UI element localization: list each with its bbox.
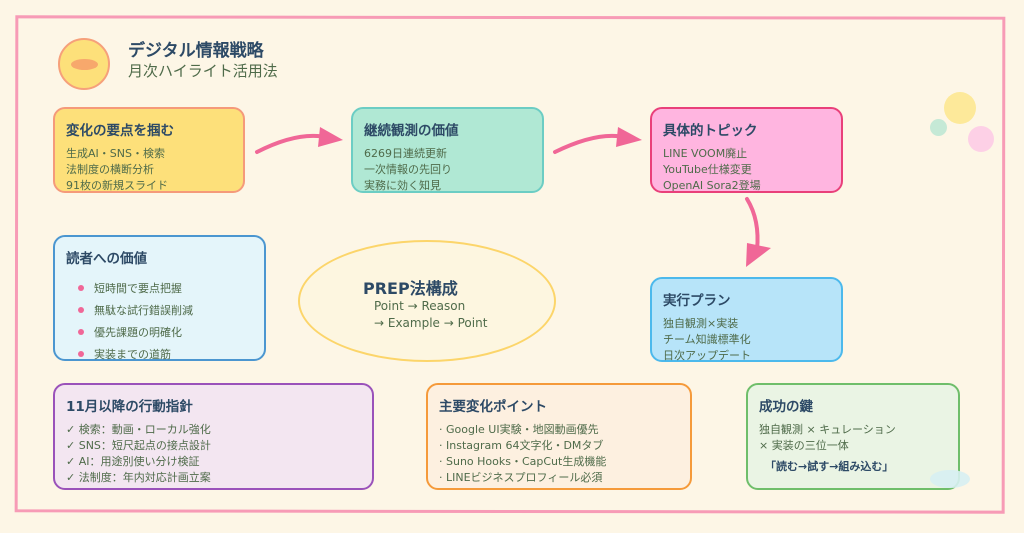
smile-face-icon — [58, 38, 110, 90]
page-subtitle: 月次ハイライト活用法 — [128, 62, 278, 80]
card-line: YouTube仕様変更 — [663, 163, 752, 176]
list-item: · Suno Hooks・CapCut生成機能 — [439, 455, 607, 468]
arrow-1-head — [318, 127, 343, 147]
card-title: 変化の要点を掴む — [66, 123, 174, 139]
decor-circle-pink — [968, 126, 994, 152]
prep-line-2: → Example → Point — [374, 316, 488, 330]
logo-mark — [71, 59, 98, 70]
card-line: 独自観測 × キュレーション — [759, 423, 896, 436]
list-item-text: 無駄な試行錯誤削減 — [94, 304, 193, 317]
list-item: 実装までの道筋 — [78, 343, 253, 365]
list-item: · Instagram 64文字化・DMタブ — [439, 439, 604, 452]
card-title: 読者への価値 — [66, 251, 147, 267]
card-reader-value: 読者への価値 短時間で要点把握 無駄な試行錯誤削減 優先課題の明確化 実装までの… — [53, 235, 266, 361]
reader-value-list: 短時間で要点把握 無駄な試行錯誤削減 優先課題の明確化 実装までの道筋 — [66, 277, 253, 365]
list-item: · LINEビジネスプロフィール必須 — [439, 471, 603, 484]
card-line: 生成AI・SNS・検索 — [66, 147, 165, 160]
card-line: 実務に効く知見 — [364, 179, 441, 192]
success-key-phrase: 「読む→試す→組み込む」 — [765, 460, 894, 473]
checklist-item: ✓ SNS：短尺起点の接点設計 — [66, 439, 211, 452]
card-line: 一次情報の先回り — [364, 163, 452, 176]
card-line: 91枚の新規スライド — [66, 179, 168, 192]
card-action-plan: 実行プラン 独自観測×実装 チーム知識標準化 日次アップデート — [650, 277, 843, 362]
card-action-guidelines: 11月以降の行動指針 ✓ 検索：動画・ローカル強化 ✓ SNS：短尺起点の接点設… — [53, 383, 374, 490]
list-item-text: 短時間で要点把握 — [94, 282, 182, 295]
list-item-text: 優先課題の明確化 — [94, 326, 182, 339]
card-title: 11月以降の行動指針 — [66, 399, 193, 415]
prep-structure-ellipse: PREP法構成 Point → Reason → Example → Point — [298, 240, 556, 362]
card-line: 日次アップデート — [663, 349, 751, 362]
card-title: 具体的トピック — [663, 123, 758, 139]
card-title: 実行プラン — [663, 293, 731, 309]
card-change-points: 変化の要点を掴む 生成AI・SNS・検索 法制度の横断分析 91枚の新規スライド — [53, 107, 245, 193]
list-item-text: 実装までの道筋 — [94, 348, 171, 361]
arrow-2-head — [616, 127, 642, 147]
bullet-dot-icon — [78, 285, 84, 291]
arrow-3-connector — [745, 197, 760, 252]
bullet-dot-icon — [78, 329, 84, 335]
page-title: デジタル情報戦略 — [128, 41, 264, 61]
card-success-key: 成功の鍵 独自観測 × キュレーション × 実装の三位一体 「読む→試す→組み込… — [746, 383, 960, 490]
card-title: 継続観測の価値 — [364, 123, 459, 139]
card-continuous-observation: 継続観測の価値 6269日連続更新 一次情報の先回り 実務に効く知見 — [351, 107, 544, 193]
bullet-dot-icon — [78, 307, 84, 313]
card-line: 独自観測×実装 — [663, 317, 739, 330]
card-specific-topics: 具体的トピック LINE VOOM廃止 YouTube仕様変更 OpenAI S… — [650, 107, 843, 193]
card-title: 主要変化ポイント — [439, 399, 547, 415]
list-item: 優先課題の明確化 — [78, 321, 253, 343]
decor-circle-yellow — [944, 92, 976, 124]
list-item: · Google UI実験・地図動画優先 — [439, 423, 599, 436]
card-line: × 実装の三位一体 — [759, 439, 849, 452]
prep-line-1: Point → Reason — [374, 299, 466, 313]
checklist-item: ✓ 法制度：年内対応計画立案 — [66, 471, 211, 484]
card-title: 成功の鍵 — [759, 399, 813, 415]
checklist-item: ✓ AI：用途別使い分け検証 — [66, 455, 200, 468]
arrow-3-head — [746, 243, 771, 267]
prep-title: PREP法構成 — [363, 279, 458, 298]
card-line: LINE VOOM廃止 — [663, 147, 748, 160]
card-line: OpenAI Sora2登場 — [663, 179, 761, 192]
decor-wave — [930, 470, 970, 488]
decor-circle-green — [930, 119, 947, 136]
bullet-dot-icon — [78, 351, 84, 357]
card-line: チーム知識標準化 — [663, 333, 751, 346]
list-item: 無駄な試行錯誤削減 — [78, 299, 253, 321]
card-line: 6269日連続更新 — [364, 147, 447, 160]
card-line: 法制度の横断分析 — [66, 163, 154, 176]
checklist-item: ✓ 検索：動画・ローカル強化 — [66, 423, 211, 436]
list-item: 短時間で要点把握 — [78, 277, 253, 299]
card-key-changes: 主要変化ポイント · Google UI実験・地図動画優先 · Instagra… — [426, 383, 692, 490]
